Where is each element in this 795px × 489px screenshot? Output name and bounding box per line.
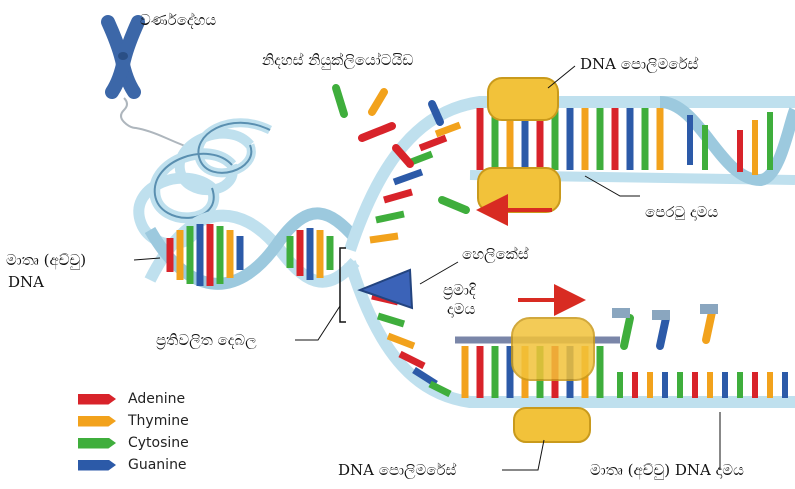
legend-label-guanine: Guanine xyxy=(128,457,187,473)
replication-fork-label: ප්‍රතිවලිත දෙබල xyxy=(156,332,257,349)
legend-swatch-adenine xyxy=(78,394,116,405)
legend-label-cytosine: Cytosine xyxy=(128,435,189,451)
nucleotides-label: නිදහස් නියුක්ලියෝටයිඩ xyxy=(262,52,413,69)
parent-dna-label-1: මාතෘ (අච්චු) xyxy=(6,252,86,269)
lagging-template-bases xyxy=(620,372,785,398)
free-nucleotides-bottom xyxy=(612,304,718,346)
right-helix xyxy=(660,102,795,180)
legend-item-adenine: Adenine xyxy=(78,390,185,408)
chromosome-icon xyxy=(108,22,138,92)
legend-swatch-cytosine xyxy=(78,438,116,449)
legend-label-adenine: Adenine xyxy=(128,391,185,407)
lagging-strand-label-2: දාමය xyxy=(447,301,475,318)
legend-item-thymine: Thymine xyxy=(78,412,189,430)
dna-polymerase-bottom xyxy=(512,318,594,442)
dna-polymerase-top xyxy=(478,78,560,212)
legend-swatch-thymine xyxy=(78,416,116,427)
parent-dna-label-2: DNA xyxy=(8,274,44,291)
leading-strand-label: පෙරටු දාමය xyxy=(645,204,718,221)
parent-helix xyxy=(150,213,355,286)
legend-item-cytosine: Cytosine xyxy=(78,434,189,452)
replication-fork-bracket xyxy=(340,248,346,322)
dna-polymerase-bottom-label: DNA පොලිමරේස් xyxy=(338,462,456,479)
legend-swatch-guanine xyxy=(78,460,116,471)
legend-label-thymine: Thymine xyxy=(128,413,189,429)
dna-polymerase-top-label: DNA පොලිමරේස් xyxy=(580,56,698,73)
lagging-strand-label-1: ප්‍රමාදි xyxy=(443,282,476,299)
legend-item-guanine: Guanine xyxy=(78,456,187,474)
parent-strand-label: මාතෘ (අච්චු) DNA දාමය xyxy=(590,462,744,479)
helicase-label: හෙලිකේස් xyxy=(462,246,529,263)
chromosome-label: වර්ණදේහය xyxy=(140,12,216,29)
